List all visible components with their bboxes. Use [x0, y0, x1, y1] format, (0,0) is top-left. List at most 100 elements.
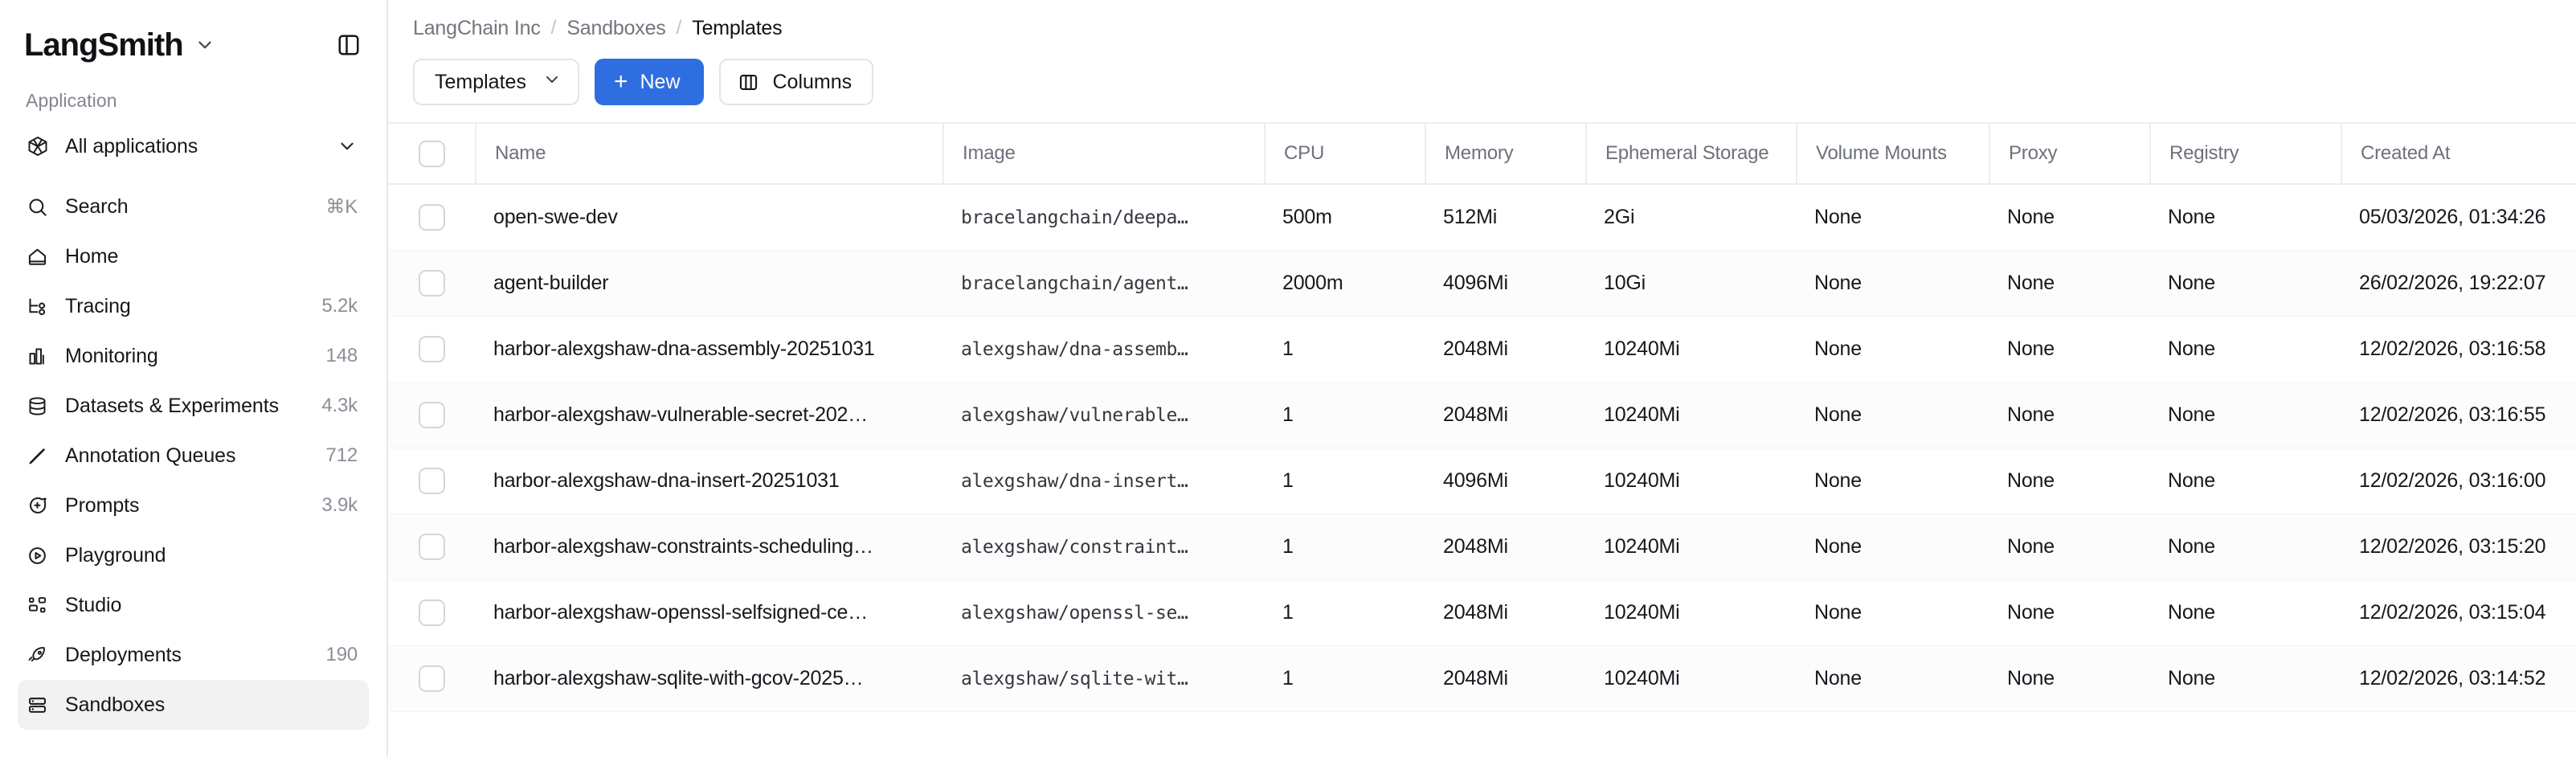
cell-registry: None [2168, 338, 2215, 360]
rocket-icon [26, 644, 49, 667]
sidebar-item-label: Annotation Queues [65, 444, 236, 467]
cell-cpu: 1 [1282, 601, 1294, 624]
column-header-proxy[interactable]: Proxy [1989, 124, 2149, 183]
pencil-icon [26, 444, 49, 468]
cell-image: bracelangchain/agent… [961, 272, 1188, 294]
cell-created-at: 26/02/2026, 19:22:07 [2359, 272, 2546, 294]
row-select-cell [388, 185, 475, 250]
sidebar-item-count: 3.9k [321, 494, 358, 516]
column-header-name[interactable]: Name [475, 124, 942, 183]
row-checkbox[interactable] [418, 402, 445, 428]
sidebar-item-deployments[interactable]: Deployments 190 [18, 630, 369, 680]
home-icon [26, 245, 49, 268]
sidebar-item-count: 190 [325, 644, 358, 665]
cell-image: alexgshaw/dna-insert… [961, 470, 1188, 492]
table-row[interactable]: harbor-alexgshaw-vulnerable-secret-202… … [388, 383, 2576, 448]
row-select-cell [388, 383, 475, 448]
sidebar-item-count: 5.2k [321, 295, 358, 317]
sidebar-item-count: 4.3k [321, 395, 358, 416]
table-row[interactable]: harbor-alexgshaw-sqlite-with-gcov-2025… … [388, 646, 2576, 712]
table-row[interactable]: harbor-alexgshaw-openssl-selfsigned-ce… … [388, 580, 2576, 646]
cell-proxy: None [2007, 206, 2055, 228]
row-select-cell [388, 317, 475, 382]
cell-proxy: None [2007, 469, 2055, 492]
cell-memory: 2048Mi [1443, 601, 1508, 624]
cell-volume-mounts: None [1814, 601, 1862, 624]
cell-name: harbor-alexgshaw-dna-insert-20251031 [493, 469, 840, 492]
row-select-cell [388, 251, 475, 316]
row-checkbox[interactable] [418, 336, 445, 362]
cell-created-at: 12/02/2026, 03:14:52 [2359, 667, 2546, 689]
brand-chevron-down-icon[interactable] [194, 35, 215, 55]
sidebar-item-home[interactable]: Home [18, 231, 369, 281]
sidebar-item-datasets-experiments[interactable]: Datasets & Experiments 4.3k [18, 381, 369, 431]
sidebar-item-monitoring[interactable]: Monitoring 148 [18, 331, 369, 381]
column-header-created-at[interactable]: Created At [2341, 124, 2576, 183]
new-button[interactable]: + New [594, 59, 704, 105]
columns-icon [738, 72, 759, 93]
column-header-image[interactable]: Image [942, 124, 1264, 183]
sidebar-item-all-applications[interactable]: All applications [18, 121, 369, 171]
cell-name: harbor-alexgshaw-vulnerable-secret-202… [493, 403, 869, 426]
breadcrumb-item-org[interactable]: LangChain Inc [413, 16, 541, 39]
cell-cpu: 2000m [1282, 272, 1343, 294]
templates-select-button[interactable]: Templates [413, 59, 579, 105]
columns-button[interactable]: Columns [718, 59, 874, 105]
column-header-volume-mounts[interactable]: Volume Mounts [1796, 124, 1989, 183]
cell-proxy: None [2007, 535, 2055, 558]
row-checkbox[interactable] [418, 599, 445, 626]
row-checkbox[interactable] [418, 468, 445, 494]
cell-name: open-swe-dev [493, 206, 618, 228]
sidebar-item-annotation-queues[interactable]: Annotation Queues 712 [18, 431, 369, 481]
row-checkbox[interactable] [418, 665, 445, 692]
row-select-cell [388, 580, 475, 645]
main-content: LangChain Inc / Sandboxes / Templates Te… [388, 0, 2576, 757]
templates-select-label: Templates [435, 70, 526, 93]
column-header-cpu[interactable]: CPU [1264, 124, 1425, 183]
cell-volume-mounts: None [1814, 206, 1862, 228]
sidebar-item-label: Sandboxes [65, 693, 166, 716]
cell-proxy: None [2007, 272, 2055, 294]
breadcrumb-separator: / [550, 17, 557, 39]
chat-plus-icon [26, 494, 49, 518]
cell-volume-mounts: None [1814, 272, 1862, 294]
sidebar-item-studio[interactable]: Studio [18, 580, 369, 630]
row-checkbox[interactable] [418, 204, 445, 231]
cell-image: alexgshaw/vulnerable… [961, 404, 1188, 426]
cell-name: harbor-alexgshaw-constraints-scheduling… [493, 535, 873, 558]
sidebar-item-tracing[interactable]: Tracing 5.2k [18, 281, 369, 331]
cell-proxy: None [2007, 338, 2055, 360]
select-all-checkbox[interactable] [418, 140, 445, 167]
column-header-memory[interactable]: Memory [1425, 124, 1585, 183]
cell-image: alexgshaw/openssl-se… [961, 602, 1188, 624]
column-header-ephemeral-storage[interactable]: Ephemeral Storage [1585, 124, 1796, 183]
cell-ephemeral-storage: 10240Mi [1604, 338, 1680, 360]
breadcrumb-item-sandboxes[interactable]: Sandboxes [566, 16, 666, 39]
sidebar-panel-toggle-icon[interactable] [332, 28, 366, 62]
cell-cpu: 1 [1282, 338, 1294, 360]
sidebar-item-sandboxes[interactable]: Sandboxes [18, 680, 369, 730]
sidebar-item-label: Playground [65, 543, 166, 567]
table-row[interactable]: open-swe-dev bracelangchain/deepa… 500m … [388, 185, 2576, 251]
breadcrumb-separator: / [676, 17, 682, 39]
cell-proxy: None [2007, 601, 2055, 624]
cell-name: harbor-alexgshaw-dna-assembly-20251031 [493, 338, 875, 360]
sidebar-section-label: Application [26, 90, 117, 111]
column-header-registry[interactable]: Registry [2149, 124, 2341, 183]
cell-cpu: 500m [1282, 206, 1332, 228]
chevron-down-icon[interactable] [337, 136, 358, 157]
table-row[interactable]: agent-builder bracelangchain/agent… 2000… [388, 251, 2576, 317]
cell-ephemeral-storage: 10240Mi [1604, 403, 1680, 426]
sidebar-item-search[interactable]: Search ⌘K [18, 182, 369, 231]
select-all-cell [388, 124, 475, 183]
table-row[interactable]: harbor-alexgshaw-dna-assembly-20251031 a… [388, 317, 2576, 383]
cell-registry: None [2168, 535, 2215, 558]
table-row[interactable]: harbor-alexgshaw-constraints-scheduling…… [388, 514, 2576, 580]
row-checkbox[interactable] [418, 534, 445, 560]
cell-image: alexgshaw/sqlite-wit… [961, 668, 1188, 689]
sidebar-item-playground[interactable]: Playground [18, 530, 369, 580]
bar-chart-icon [26, 345, 49, 368]
table-row[interactable]: harbor-alexgshaw-dna-insert-20251031 ale… [388, 448, 2576, 514]
sidebar-item-prompts[interactable]: Prompts 3.9k [18, 481, 369, 530]
row-checkbox[interactable] [418, 270, 445, 297]
